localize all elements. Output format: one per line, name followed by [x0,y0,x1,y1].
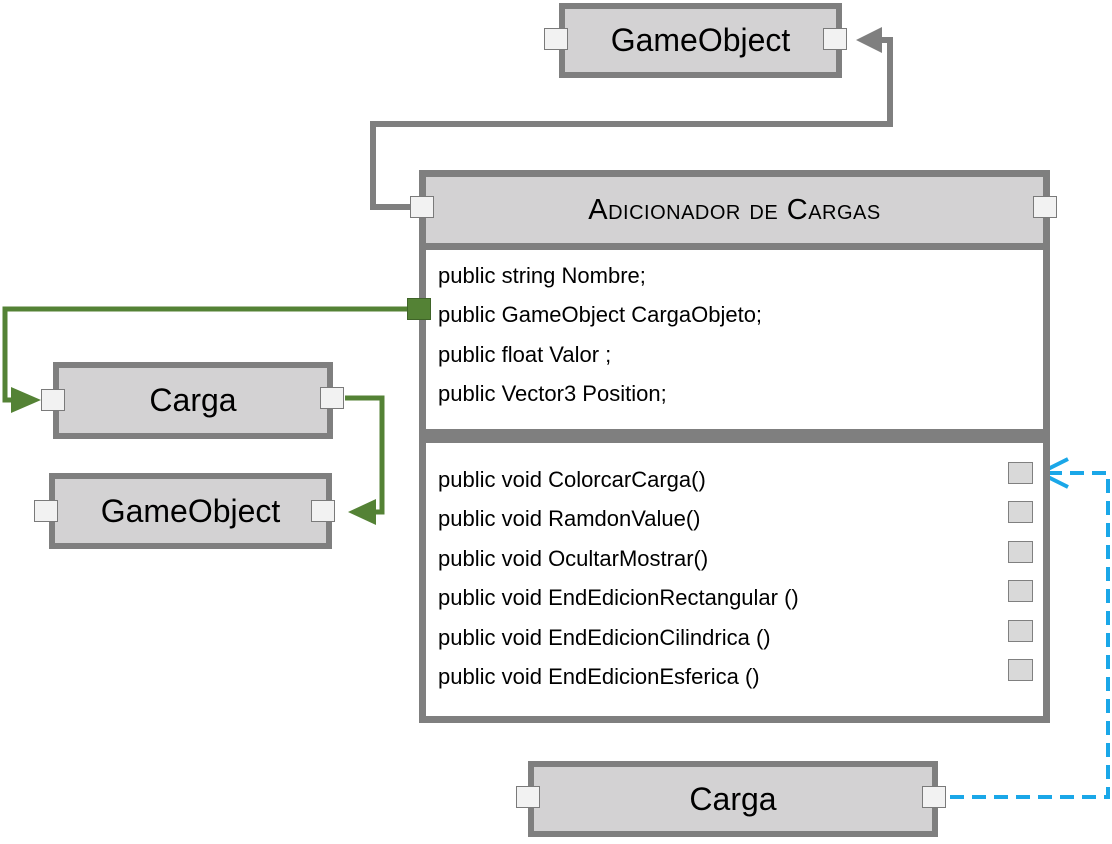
input-port[interactable] [41,389,65,411]
method-port[interactable] [1008,541,1033,563]
method-port[interactable] [1008,462,1033,484]
method-item: public void EndEdicionEsferica () [438,664,760,689]
method-port[interactable] [1008,620,1033,642]
field-item: public float Valor ; [438,342,612,367]
input-port[interactable] [34,500,58,522]
class-title: Adicionador de Cargas [426,177,1043,250]
connector-class-to-gameobject [370,37,893,210]
method-item: public void OcultarMostrar() [438,546,709,571]
section-divider [426,429,1043,443]
node-label: Carga [689,780,777,817]
node-label: Carga [149,382,237,418]
output-port[interactable] [320,387,344,409]
gameobject-node-top[interactable]: GameObject [559,3,842,78]
field-port-cargaobjeto[interactable] [407,298,431,320]
connector-carga-to-gameobject [345,395,385,515]
connector-carga-to-colorcarcarga [950,471,1110,799]
arrowhead-left-gameobject-icon [348,499,376,525]
class-output-port[interactable] [1033,196,1057,218]
carga-node-bottom[interactable]: Carga [528,761,938,837]
arrowhead-carga-icon [11,387,41,413]
input-port[interactable] [544,28,568,50]
method-item: public void EndEdicionRectangular () [438,585,799,610]
field-item: public GameObject CargaObjeto; [438,302,763,327]
field-item: public string Nombre; [438,263,646,288]
method-port[interactable] [1008,659,1033,681]
method-item: public void EndEdicionCilindrica () [438,625,771,650]
method-item: public void ColorcarCarga() [438,467,706,492]
field-item: public Vector3 Position; [438,381,667,406]
method-port[interactable] [1008,501,1033,523]
output-port[interactable] [823,28,847,50]
output-port[interactable] [922,786,946,808]
node-label: GameObject [610,22,791,58]
input-port[interactable] [516,786,540,808]
method-port[interactable] [1008,580,1033,602]
gameobject-node-left[interactable]: GameObject [49,473,332,549]
output-port[interactable] [311,500,335,522]
node-label: GameObject [100,492,281,529]
arrowhead-gameobject-icon [856,27,882,53]
class-box[interactable]: Adicionador de Cargas public string Nomb… [419,170,1050,723]
method-item: public void RamdonValue() [438,506,701,531]
class-input-port[interactable] [410,196,434,218]
carga-node-left[interactable]: Carga [53,362,333,439]
